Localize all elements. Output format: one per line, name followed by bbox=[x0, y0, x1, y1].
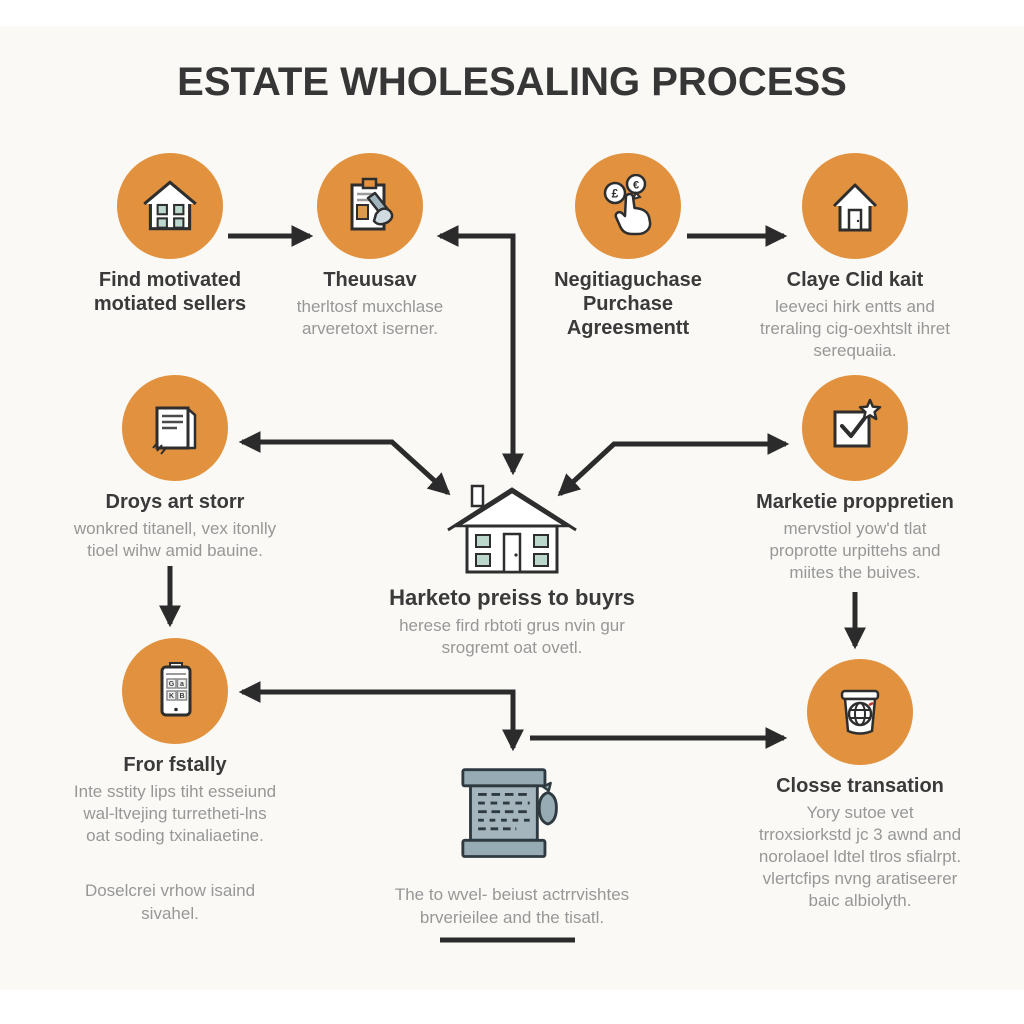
step-body: leeveci hirk entts and treraling cig-oex… bbox=[760, 297, 950, 361]
step-circle bbox=[122, 375, 228, 481]
step-circle: £ € bbox=[575, 153, 681, 259]
step-title: Droys art storr bbox=[105, 491, 245, 513]
svg-text:€: € bbox=[633, 180, 639, 192]
svg-text:G: G bbox=[169, 681, 175, 688]
tablet-icon: G a K B bbox=[160, 662, 192, 717]
step-body: therltosf muxchlase arveretoxt iserner. bbox=[296, 297, 444, 339]
step-body: Inte sstity lips tiht esseiund wal-ltvej… bbox=[73, 782, 277, 846]
basket-globe-icon bbox=[840, 689, 880, 735]
step-close-deal: Claye Clid kait leeveci hirk entts and t… bbox=[735, 153, 975, 362]
step-body: wonkred titanell, vex itonlly tioel wihw… bbox=[73, 519, 277, 561]
scroll-figure bbox=[455, 762, 570, 867]
bottom-left-note: Doselcrei vrhow isaind sivahel. bbox=[84, 881, 256, 923]
step-circle: G a K B bbox=[122, 638, 228, 744]
svg-text:B: B bbox=[179, 693, 184, 700]
step-circle bbox=[317, 153, 423, 259]
svg-text:a: a bbox=[180, 681, 184, 688]
bottom-margin-band bbox=[0, 990, 1024, 1024]
step-documents: Droys art storr wonkred titanell, vex it… bbox=[55, 375, 295, 562]
step-title: Negitiaguchase Purchase Agreesmentt bbox=[554, 269, 702, 339]
step-title: Theuusav bbox=[323, 269, 417, 291]
step-list-property: G a K B Fror fstally Inte sstity lips ti… bbox=[50, 638, 300, 847]
step-circle bbox=[802, 375, 908, 481]
step-title: Harketo preiss to buyrs bbox=[389, 585, 635, 610]
step-close-transaction: Closse transation Yory sutoe vet trroxsi… bbox=[735, 659, 985, 912]
top-margin-band bbox=[0, 0, 1024, 26]
step-title: Find motivated motiated sellers bbox=[93, 269, 247, 315]
step-title: Claye Clid kait bbox=[786, 269, 924, 291]
step-body: herese fird rbtoti grus nvin gur srogrem… bbox=[399, 616, 625, 658]
page-title: ESTATE WHOLESALING PROCESS bbox=[177, 60, 847, 104]
step-circle bbox=[117, 153, 223, 259]
step-find-sellers: Find motivated motiated sellers bbox=[55, 153, 285, 320]
house-door-icon bbox=[832, 183, 878, 232]
money-click-icon: £ € bbox=[603, 174, 652, 236]
scroll-icon bbox=[461, 768, 558, 858]
letter-icon bbox=[152, 406, 197, 455]
step-market-properties: Marketie proppretien mervstiol yow'd tla… bbox=[735, 375, 975, 584]
clipboard-pen-icon bbox=[350, 177, 394, 231]
step-title: Fror fstally bbox=[123, 754, 227, 776]
svg-text:K: K bbox=[169, 693, 174, 700]
step-sign-contract: Theuusav therltosf muxchlase arveretoxt … bbox=[255, 153, 485, 340]
step-negotiate-purchase: £ € Negitiaguchase Purchase Agreesmentt bbox=[513, 153, 743, 344]
step-body: Yory sutoe vet trroxsiorkstd jc 3 awnd a… bbox=[758, 803, 962, 911]
step-body: mervstiol yow'd tlat proprotte urpittehs… bbox=[769, 519, 941, 583]
step-title: Closse transation bbox=[776, 775, 944, 797]
house-windows-icon bbox=[143, 180, 197, 231]
bottom-center-note: The to wvel- beiust actrrvishtes brverie… bbox=[394, 885, 630, 927]
checkbox-star-icon bbox=[833, 398, 882, 448]
svg-text:£: £ bbox=[612, 187, 619, 201]
step-circle bbox=[802, 153, 908, 259]
house-large-icon bbox=[447, 484, 577, 574]
step-market-to-buyers: Harketo preiss to buyrs herese fird rbto… bbox=[362, 478, 662, 660]
step-title: Marketie proppretien bbox=[756, 491, 954, 513]
step-circle bbox=[807, 659, 913, 765]
